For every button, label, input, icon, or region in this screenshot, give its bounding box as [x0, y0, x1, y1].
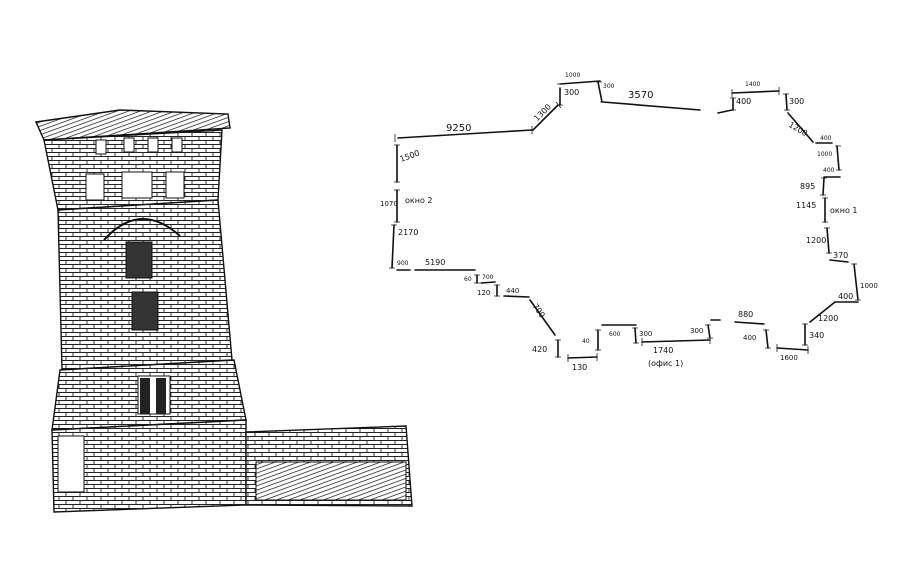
- dim-label: 60: [464, 276, 472, 283]
- dim-label: 400: [736, 97, 751, 106]
- dim-label: 1200: [818, 314, 838, 323]
- dim-label: 3570: [628, 90, 653, 101]
- dim-label: 1600: [780, 354, 798, 362]
- dim-label: 700: [531, 302, 547, 320]
- dim-label: 400: [823, 167, 835, 174]
- tower-shaft: [57, 199, 233, 371]
- dim-label: 1740: [653, 346, 673, 355]
- dim-label: 1200: [787, 120, 809, 138]
- tower-sketch: [34, 109, 413, 513]
- dim-label: 130: [572, 363, 587, 372]
- dim-label: 1000: [565, 72, 580, 79]
- dim-label: 400: [820, 135, 832, 142]
- dim-label: 440: [506, 287, 519, 295]
- dim-label: 1400: [745, 81, 760, 88]
- dim-label: 5190: [425, 258, 445, 267]
- dim-label: 895: [800, 182, 815, 191]
- dim-label: 1500: [399, 148, 421, 163]
- dim-label: 600: [609, 331, 621, 338]
- dim-label: 700: [482, 274, 494, 281]
- plinth-window: [57, 435, 85, 493]
- dim-label: 880: [738, 310, 753, 319]
- tower-window-upper: [125, 241, 153, 279]
- annex-hatched-wall: [255, 461, 407, 501]
- dim-label: 2170: [398, 228, 418, 237]
- office-1-label: (офис 1): [648, 359, 683, 368]
- dim-label: 300: [564, 88, 579, 97]
- dim-label: 420: [532, 345, 547, 354]
- dim-label: 370: [833, 251, 848, 260]
- dim-label: 9250: [446, 123, 471, 134]
- window-2-label: окно 2: [405, 196, 432, 205]
- dim-label: 1200: [806, 236, 826, 245]
- tower-cornice: [34, 109, 231, 141]
- dim-label: 340: [809, 331, 824, 340]
- dim-label: 1000: [817, 151, 832, 158]
- dim-label: 1070: [380, 200, 398, 208]
- tower-arch: [103, 218, 181, 241]
- dim-label: 120: [477, 289, 490, 297]
- dim-label: 900: [397, 260, 409, 267]
- crown-windows: [85, 137, 185, 201]
- dim-label: 1000: [860, 282, 878, 290]
- dim-label: 400: [743, 334, 756, 342]
- floor-plan: 9250 1300 1000 300 300 3570 1400 400 300…: [380, 72, 878, 372]
- dim-label: 400: [838, 292, 853, 301]
- dim-label: 300: [789, 97, 804, 106]
- dim-label: 300: [603, 83, 615, 90]
- dim-label: 1145: [796, 201, 816, 210]
- dim-label: 300: [690, 327, 703, 335]
- window-1-label: окно 1: [830, 206, 857, 215]
- tower-window-lower: [131, 291, 159, 331]
- dim-label: 40: [582, 338, 590, 345]
- dim-label: 300: [639, 330, 652, 338]
